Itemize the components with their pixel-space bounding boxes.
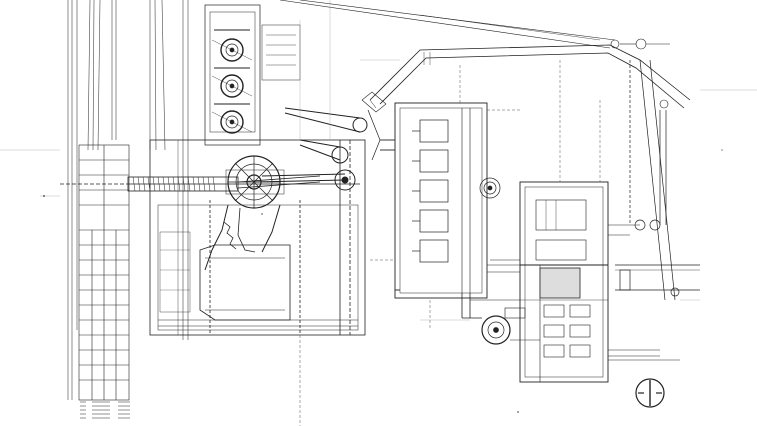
pump-unit bbox=[461, 259, 540, 345]
scan-specks bbox=[43, 149, 723, 413]
index-marks bbox=[80, 401, 130, 419]
right-vertical-duct bbox=[615, 59, 700, 301]
dashed-survey-lines bbox=[299, 60, 601, 426]
left-vertical-rails bbox=[67, 0, 189, 400]
control-room bbox=[519, 181, 609, 383]
detail-marker-circle bbox=[635, 378, 665, 408]
gear-2 bbox=[220, 74, 244, 98]
rosette-fixture bbox=[479, 177, 501, 199]
lower-frame bbox=[149, 139, 366, 336]
screw-conveyor bbox=[60, 175, 360, 192]
gear-1 bbox=[220, 38, 244, 62]
left-grid-structure bbox=[78, 144, 130, 401]
top-cable-line bbox=[279, 0, 670, 109]
faint-construction-lines bbox=[0, 0, 757, 321]
gear-train-housing bbox=[204, 4, 301, 146]
pipework-horizontal bbox=[487, 224, 680, 361]
gear-3 bbox=[220, 110, 244, 134]
cell-bank-building bbox=[380, 102, 488, 299]
